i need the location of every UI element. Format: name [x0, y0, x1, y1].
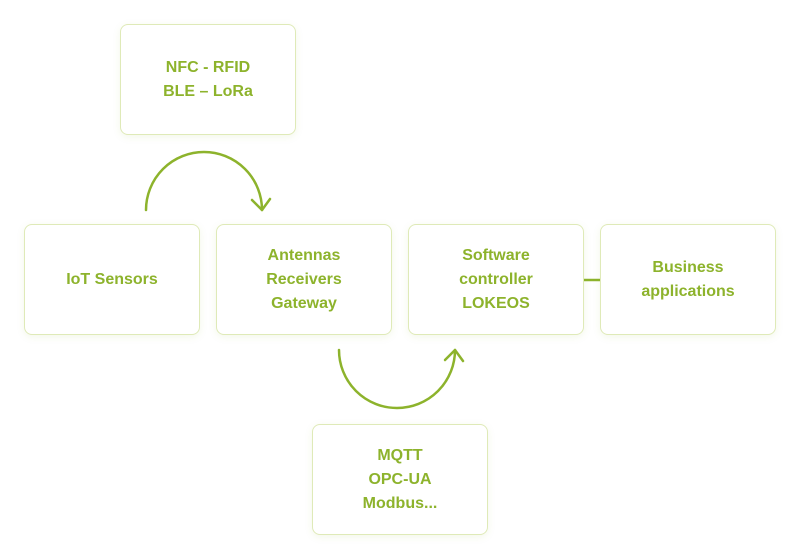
business-applications-label: Business applications — [641, 258, 735, 300]
arc-arrow-iot-to-antennas — [144, 150, 264, 212]
arrow-head-iot-to-antennas — [250, 197, 272, 212]
software-controller-label: Software controller LOKEOS — [459, 246, 533, 312]
nfc-protocols-label: NFC - RFID BLE – LoRa — [163, 58, 253, 100]
iot-sensors-label: IoT Sensors — [66, 270, 158, 288]
antennas-label: Antennas Receivers Gateway — [266, 246, 342, 312]
antennas-box: Antennas Receivers Gateway — [216, 224, 392, 335]
industrial-protocols-label: MQTT OPC-UA Modbus... — [362, 446, 438, 512]
arc-arrow-antennas-to-software — [337, 348, 457, 410]
nfc-protocols-box: NFC - RFID BLE – LoRa — [120, 24, 296, 135]
software-controller-box: Software controller LOKEOS — [408, 224, 584, 335]
business-applications-box: Business applications — [600, 224, 776, 335]
arrow-head-antennas-to-software — [443, 348, 465, 363]
iot-sensors-box: IoT Sensors — [24, 224, 200, 335]
industrial-protocols-box: MQTT OPC-UA Modbus... — [312, 424, 488, 535]
